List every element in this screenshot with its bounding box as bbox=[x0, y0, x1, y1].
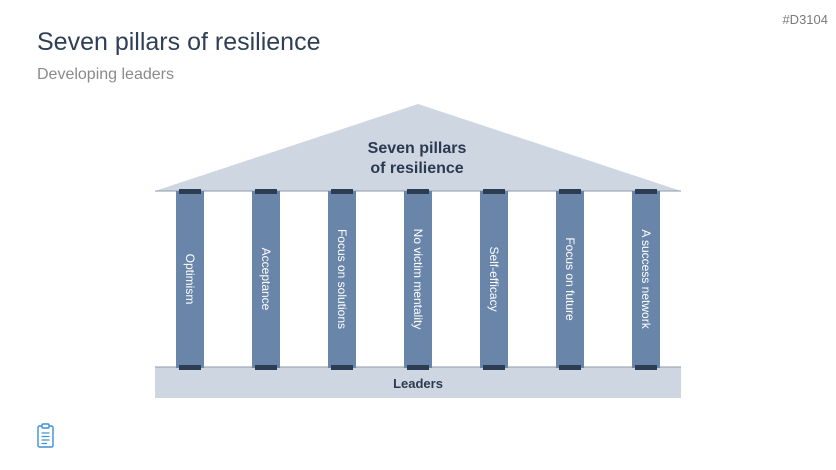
temple-roof bbox=[155, 104, 681, 191]
pillar-shaft bbox=[176, 191, 204, 368]
pillar-shaft bbox=[328, 191, 356, 368]
page-title: Seven pillars of resilience bbox=[37, 28, 321, 56]
pillar-7: A success network bbox=[632, 189, 660, 370]
pillar-cap-bottom bbox=[255, 365, 277, 370]
pillar-cap-bottom bbox=[331, 365, 353, 370]
pillar-cap-top bbox=[407, 189, 429, 194]
pillar-label: Optimism bbox=[183, 254, 197, 305]
base-label: Leaders bbox=[393, 376, 443, 391]
pillar-label: A success network bbox=[639, 229, 653, 329]
pillar-cap-bottom bbox=[483, 365, 505, 370]
pillar-cap-bottom bbox=[179, 365, 201, 370]
pillar-4: No victim mentality bbox=[404, 189, 432, 370]
pillar-cap-bottom bbox=[559, 365, 581, 370]
pillar-label: Self-efficacy bbox=[487, 246, 501, 311]
pillar-label: Focus on solutions bbox=[335, 229, 349, 329]
pillar-cap-top bbox=[331, 189, 353, 194]
pillar-cap-bottom bbox=[407, 365, 429, 370]
pillar-label: Focus on future bbox=[563, 237, 577, 321]
pillar-shaft bbox=[404, 191, 432, 368]
clipboard-icon[interactable] bbox=[36, 422, 56, 450]
pillar-shaft bbox=[632, 191, 660, 368]
pillar-shaft bbox=[252, 191, 280, 368]
pillar-shaft bbox=[480, 191, 508, 368]
pillar-6: Focus on future bbox=[556, 189, 584, 370]
roof-title-line2: of resilience bbox=[370, 160, 463, 177]
pillar-cap-top bbox=[483, 189, 505, 194]
pillar-cap-top bbox=[179, 189, 201, 194]
pillar-cap-top bbox=[255, 189, 277, 194]
slide-id: #D3104 bbox=[782, 12, 828, 27]
pillar-5: Self-efficacy bbox=[480, 189, 508, 370]
pillar-label: No victim mentality bbox=[411, 229, 425, 330]
pillar-2: Acceptance bbox=[252, 189, 280, 370]
pillar-cap-top bbox=[635, 189, 657, 194]
pillar-1: Optimism bbox=[176, 189, 204, 370]
pillar-shaft bbox=[556, 191, 584, 368]
pillar-3: Focus on solutions bbox=[328, 189, 356, 370]
pillar-cap-top bbox=[559, 189, 581, 194]
roof-title-line1: Seven pillars bbox=[368, 140, 467, 157]
pillar-label: Acceptance bbox=[259, 248, 273, 311]
temple-base bbox=[155, 367, 681, 398]
pillar-cap-bottom bbox=[635, 365, 657, 370]
page-subtitle: Developing leaders bbox=[37, 66, 174, 83]
